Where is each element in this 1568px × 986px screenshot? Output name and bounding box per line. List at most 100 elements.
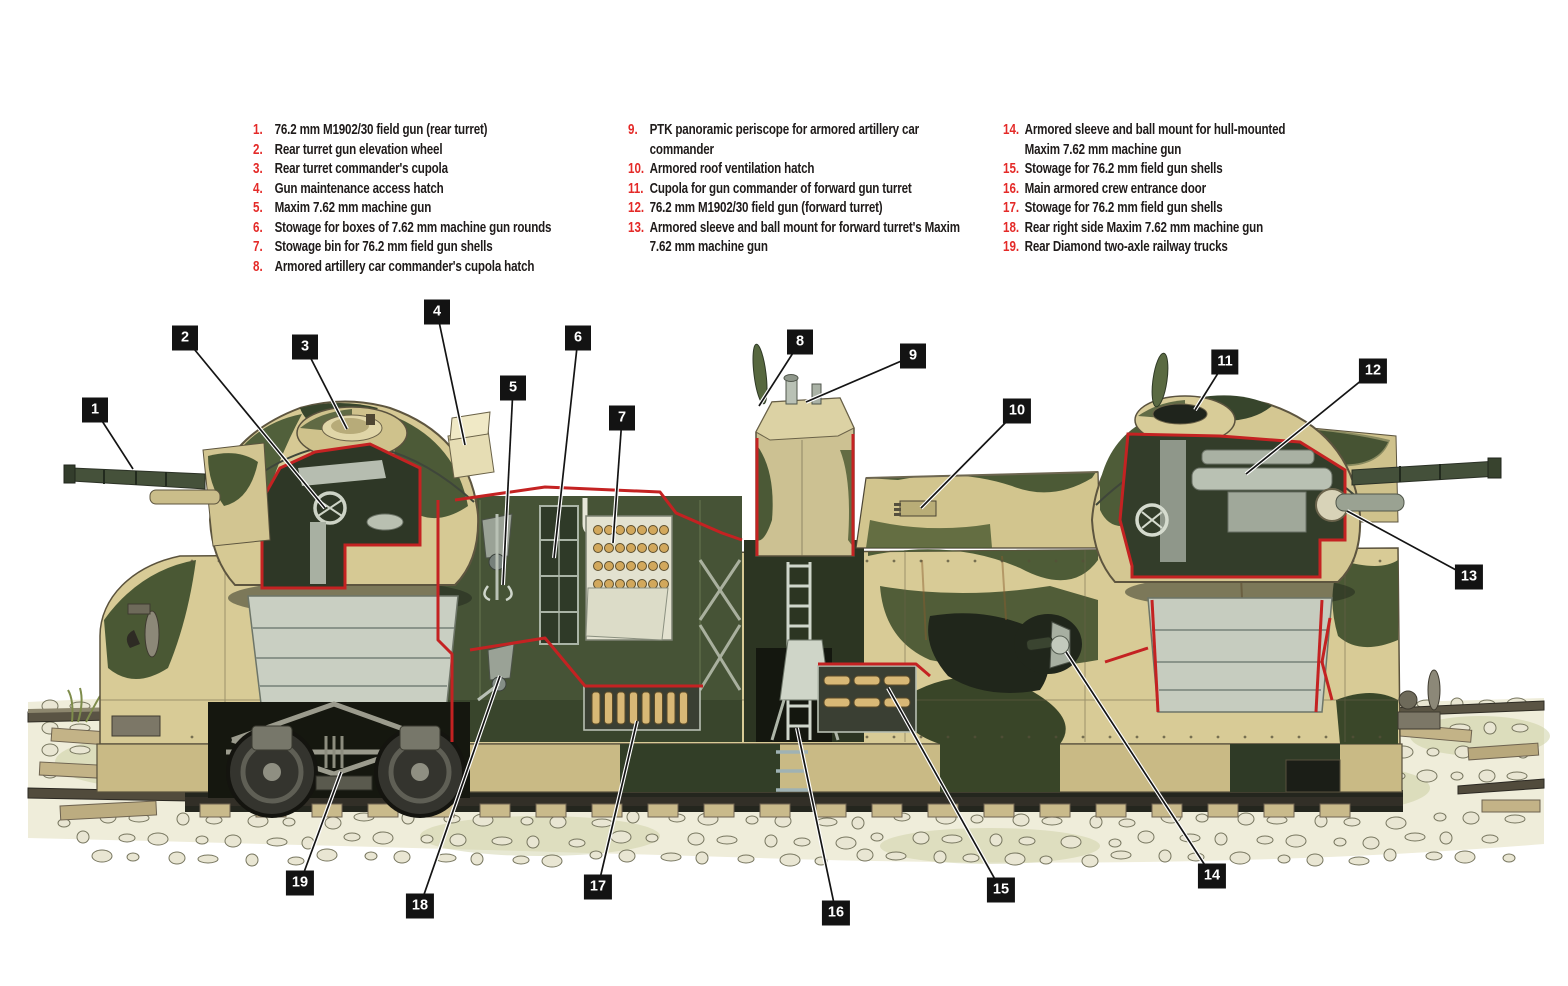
legend-item: 12.76.2 mm M1902/30 field gun (forward t… [628,199,980,219]
buffer-coupler-left [111,603,161,737]
roof-deck [855,471,1101,549]
legend-item-number: 1. [253,122,263,138]
legend-item-text: Armored artillery car commander's cupola… [274,258,535,275]
legend-item: 18.Rear right side Maxim 7.62 mm machine… [1003,219,1323,239]
callout-marker-15: 15 [987,878,1015,902]
legend-item: 17.Stowage for 76.2 mm field gun shells [1003,199,1323,219]
legend-item-number: 3. [253,161,263,177]
legend-item-text: Armored sleeve and ball mount for forwar… [649,219,960,256]
buffer-coupler-right [1397,669,1441,730]
legend-item-text: 76.2 mm M1902/30 field gun (rear turret) [274,122,488,138]
legend-item: 3.Rear turret commander's cupola [253,160,589,180]
legend-item-number: 12. [628,200,645,216]
callout-marker-3: 3 [293,335,317,359]
legend-column: 1. 76.2 mm M1902/30 field gun (rear turre… [253,121,589,277]
legend-item-number: 8. [253,258,263,275]
rear-turret [63,400,495,713]
legend-item: 9.PTK panoramic periscope for armored ar… [628,121,980,160]
legend-item-text: 76.2 mm M1902/30 field gun (forward turr… [649,200,883,216]
legend-item-number: 6. [253,219,263,236]
legend-item-text: Rear Diamond two-axle railway trucks [1024,239,1228,255]
callout-marker-10: 10 [1003,399,1031,423]
legend-item-number: 15. [1003,161,1020,177]
leader-line [920,410,1018,509]
legend-item-text: Armored roof ventilation hatch [649,161,815,177]
callout-marker-16: 16 [822,901,850,925]
leader-line [805,355,914,403]
legend-item-text: Armored sleeve and ball mount for hull-m… [1024,122,1286,158]
leader-line [502,387,514,586]
legend-item-number: 14. [1003,122,1020,138]
legend-item: 6. Stowage for boxes of 7.62 mm machine g… [253,219,589,239]
legend-item: 2.Rear turret gun elevation wheel [253,141,589,161]
legend-item: 14.Armored sleeve and ball mount for hul… [1003,121,1323,160]
callout-marker-12: 12 [1359,359,1387,383]
legend-item-number: 19. [1003,239,1020,255]
hull-maxim-ball-mount [1014,614,1082,674]
legend-item-number: 11. [628,180,644,197]
callout-marker-11: 11 [1212,350,1238,374]
forward-turret [1090,352,1502,713]
armored-sleeve [1335,493,1405,512]
legend-item-text: Stowage for 76.2 mm field gun shells [1024,200,1223,216]
forward-turret-interior [1118,432,1349,579]
gun-access-hatch [447,411,495,479]
leader-line [553,337,579,559]
legend-item-number: 5. [253,200,263,216]
callout-marker-14: 14 [1198,864,1226,888]
legend-item: 10.Armored roof ventilation hatch [628,160,980,180]
rear-turret-cupola [296,406,408,460]
shell-stowage-cabinet [585,515,673,641]
leader-line [299,771,342,884]
legend-item-text: Stowage for 76.2 mm field gun shells [1024,161,1223,177]
callout-marker-19: 19 [286,871,314,895]
leader-line [304,346,348,430]
callout-marker-2: 2 [173,326,197,350]
legend-item: 13.Armored sleeve and ball mount for for… [628,219,980,258]
legend-item-text: Rear turret gun elevation wheel [274,141,443,158]
leader-line [1245,370,1374,475]
leader-line [419,675,501,907]
legend-item-text: Main armored crew entrance door [1024,180,1206,197]
legend-item: 15.Stowage for 76.2 mm field gun shells [1003,160,1323,180]
legend-item-text: Maxim 7.62 mm machine gun [274,200,432,216]
callout-marker-4: 4 [425,300,449,324]
cutaway-red-lines [436,485,1334,742]
forward-gun [1335,457,1502,512]
elevation-wheel [313,491,347,525]
legend-item-number: 4. [253,180,263,197]
legend-column: 14.Armored sleeve and ball mount for hul… [1003,121,1323,258]
shell-rack-forward [817,665,917,733]
leader-line [796,727,837,914]
legend-item: 4. Gun maintenance access hatch [253,180,589,200]
callout-marker-9: 9 [901,344,925,368]
callout-marker-18: 18 [406,894,434,918]
shell-bin-rear [583,685,701,731]
leader-line [1065,651,1213,877]
leader-line [184,337,326,509]
cupola-hatch-lid [752,343,768,405]
callout-marker-6: 6 [566,326,590,350]
rear-gun [63,442,271,547]
legend-item-text: Cupola for gun commander of forward gun … [649,180,912,197]
legend-item-text: PTK panoramic periscope for armored arti… [649,122,920,158]
legend-item: 16.Main armored crew entrance door [1003,180,1323,200]
legend-item-text: Stowage for boxes of 7.62 mm machine gun… [274,219,552,236]
railway-bogie [208,701,470,818]
leader-line [597,720,638,888]
leader-line [612,417,623,544]
legend-item-number: 13. [628,219,645,236]
interior-bay [438,496,742,742]
commander-cupola-tower [752,343,855,557]
callout-marker-1: 1 [83,398,107,422]
callout-marker-5: 5 [501,376,525,400]
callout-marker-13: 13 [1455,565,1483,589]
legend-item: 7.Stowage bin for 76.2 mm field gun shel… [253,238,589,258]
leader-line [887,687,1002,891]
forward-turret-pedestal [1147,597,1333,713]
rear-turret-pedestal [247,595,459,713]
legend-item: 11. Cupola for gun commander of forward g… [628,180,980,200]
legend-item-text: Gun maintenance access hatch [274,180,444,197]
